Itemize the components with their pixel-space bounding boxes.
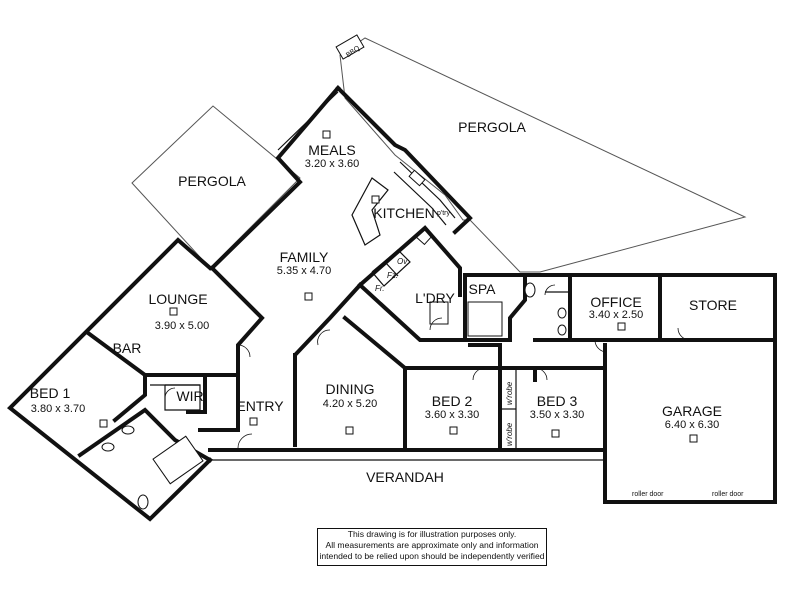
dims-bed3: 3.50 x 3.30 — [530, 409, 584, 421]
wall-kitchen-laundry — [357, 225, 462, 297]
verandah-edge-west — [149, 459, 211, 520]
basin-1 — [121, 425, 135, 435]
label-office: OFFICE — [590, 294, 641, 310]
pergola-left-outline — [131, 105, 301, 269]
basin-main-2 — [557, 324, 567, 336]
door-office — [594, 339, 608, 353]
meals-window-east — [343, 91, 399, 147]
dims-garage: 6.40 x 6.30 — [665, 419, 719, 431]
door-bbath — [544, 284, 556, 296]
exterior-wall-family-west — [209, 85, 341, 271]
kitchen-sink — [408, 169, 426, 187]
fridge-oven-units — [371, 249, 411, 287]
disclaimer-line-1: This drawing is for illustration purpose… — [347, 529, 517, 539]
wall-entry — [198, 373, 240, 432]
door-wir — [164, 387, 176, 399]
label-bed2: BED 2 — [432, 393, 473, 409]
label-bed3: BED 3 — [537, 393, 578, 409]
dims-family: 5.35 x 4.70 — [277, 265, 331, 277]
wall-bathroom — [518, 273, 572, 342]
label-wrobe-upper: w'robe — [505, 381, 514, 405]
disclaimer-box: This drawing is for illustration purpose… — [317, 528, 547, 566]
dims-lounge: 3.90 x 5.00 — [155, 320, 209, 332]
wall-lounge-family — [203, 265, 265, 377]
wall-bed-row-top — [403, 343, 502, 370]
door-entry — [237, 433, 253, 449]
dims-dining: 4.20 x 5.20 — [323, 398, 377, 410]
wall-dining-bed2-top — [293, 282, 363, 447]
label-wrobe-lower: w'robe — [505, 422, 514, 446]
toilet-main — [524, 282, 536, 298]
label-dining: DINING — [326, 381, 375, 397]
shower — [152, 435, 204, 485]
dims-bed2: 3.60 x 3.30 — [425, 409, 479, 421]
spa-tub — [467, 301, 503, 337]
label-lounge: LOUNGE — [148, 291, 207, 307]
label-pergola-left: PERGOLA — [178, 173, 246, 189]
room-markers — [99, 130, 698, 443]
label-laundry: L'DRY — [415, 290, 455, 306]
label-roller-door-2: roller door — [712, 491, 744, 498]
door-bed2 — [472, 367, 486, 381]
laundry-tub — [429, 301, 449, 325]
label-garage: GARAGE — [662, 403, 722, 419]
door-laundry — [429, 317, 443, 331]
label-spa: SPA — [469, 281, 497, 297]
lounge-window-wall — [17, 239, 179, 401]
door-lounge — [237, 344, 251, 358]
door-dining — [317, 329, 331, 346]
basin-main-1 — [557, 307, 567, 319]
label-kitchen: KITCHEN — [373, 205, 434, 221]
pergola-right-outline — [339, 37, 747, 273]
dims-bed1: 3.80 x 3.70 — [31, 403, 85, 415]
label-bar: BAR — [113, 340, 142, 356]
toilet-ensuite — [137, 494, 149, 510]
label-meals: MEALS — [308, 142, 355, 158]
fridge-divider — [384, 261, 399, 277]
label-verandah: VERANDAH — [366, 469, 444, 485]
dims-meals: 3.20 x 3.60 — [305, 158, 359, 170]
label-fridge-1: Fz. — [387, 271, 398, 280]
label-pergola-right: PERGOLA — [458, 119, 526, 135]
meals-window-west — [277, 91, 339, 151]
label-store: STORE — [689, 297, 737, 313]
dims-office: 3.40 x 2.50 — [589, 309, 643, 321]
door-bed3 — [534, 367, 548, 381]
exterior-wall-meals-east — [335, 85, 473, 235]
wall-bar-lounge — [143, 373, 207, 414]
label-entry: ENTRY — [236, 398, 284, 414]
kitchen-island — [351, 177, 389, 246]
kitchen-bench-back-inner — [393, 171, 447, 226]
door-store — [677, 327, 691, 341]
disclaimer-line-2: All measurements are approximate only an… — [325, 540, 539, 550]
label-roller-door-1: roller door — [632, 491, 664, 498]
label-family: FAMILY — [280, 249, 329, 265]
label-oven: Ov — [397, 257, 408, 266]
wall-bed1-bar — [85, 330, 147, 423]
label-wir: WIR — [176, 388, 203, 404]
label-fridge-2: Fr. — [375, 284, 384, 293]
label-pantry: p'try — [437, 210, 451, 217]
bbq-unit — [335, 34, 365, 60]
basin-2 — [101, 442, 115, 452]
disclaimer-line-3: intended to be relied upon should be ind… — [319, 551, 545, 561]
label-bed1: BED 1 — [30, 385, 71, 401]
